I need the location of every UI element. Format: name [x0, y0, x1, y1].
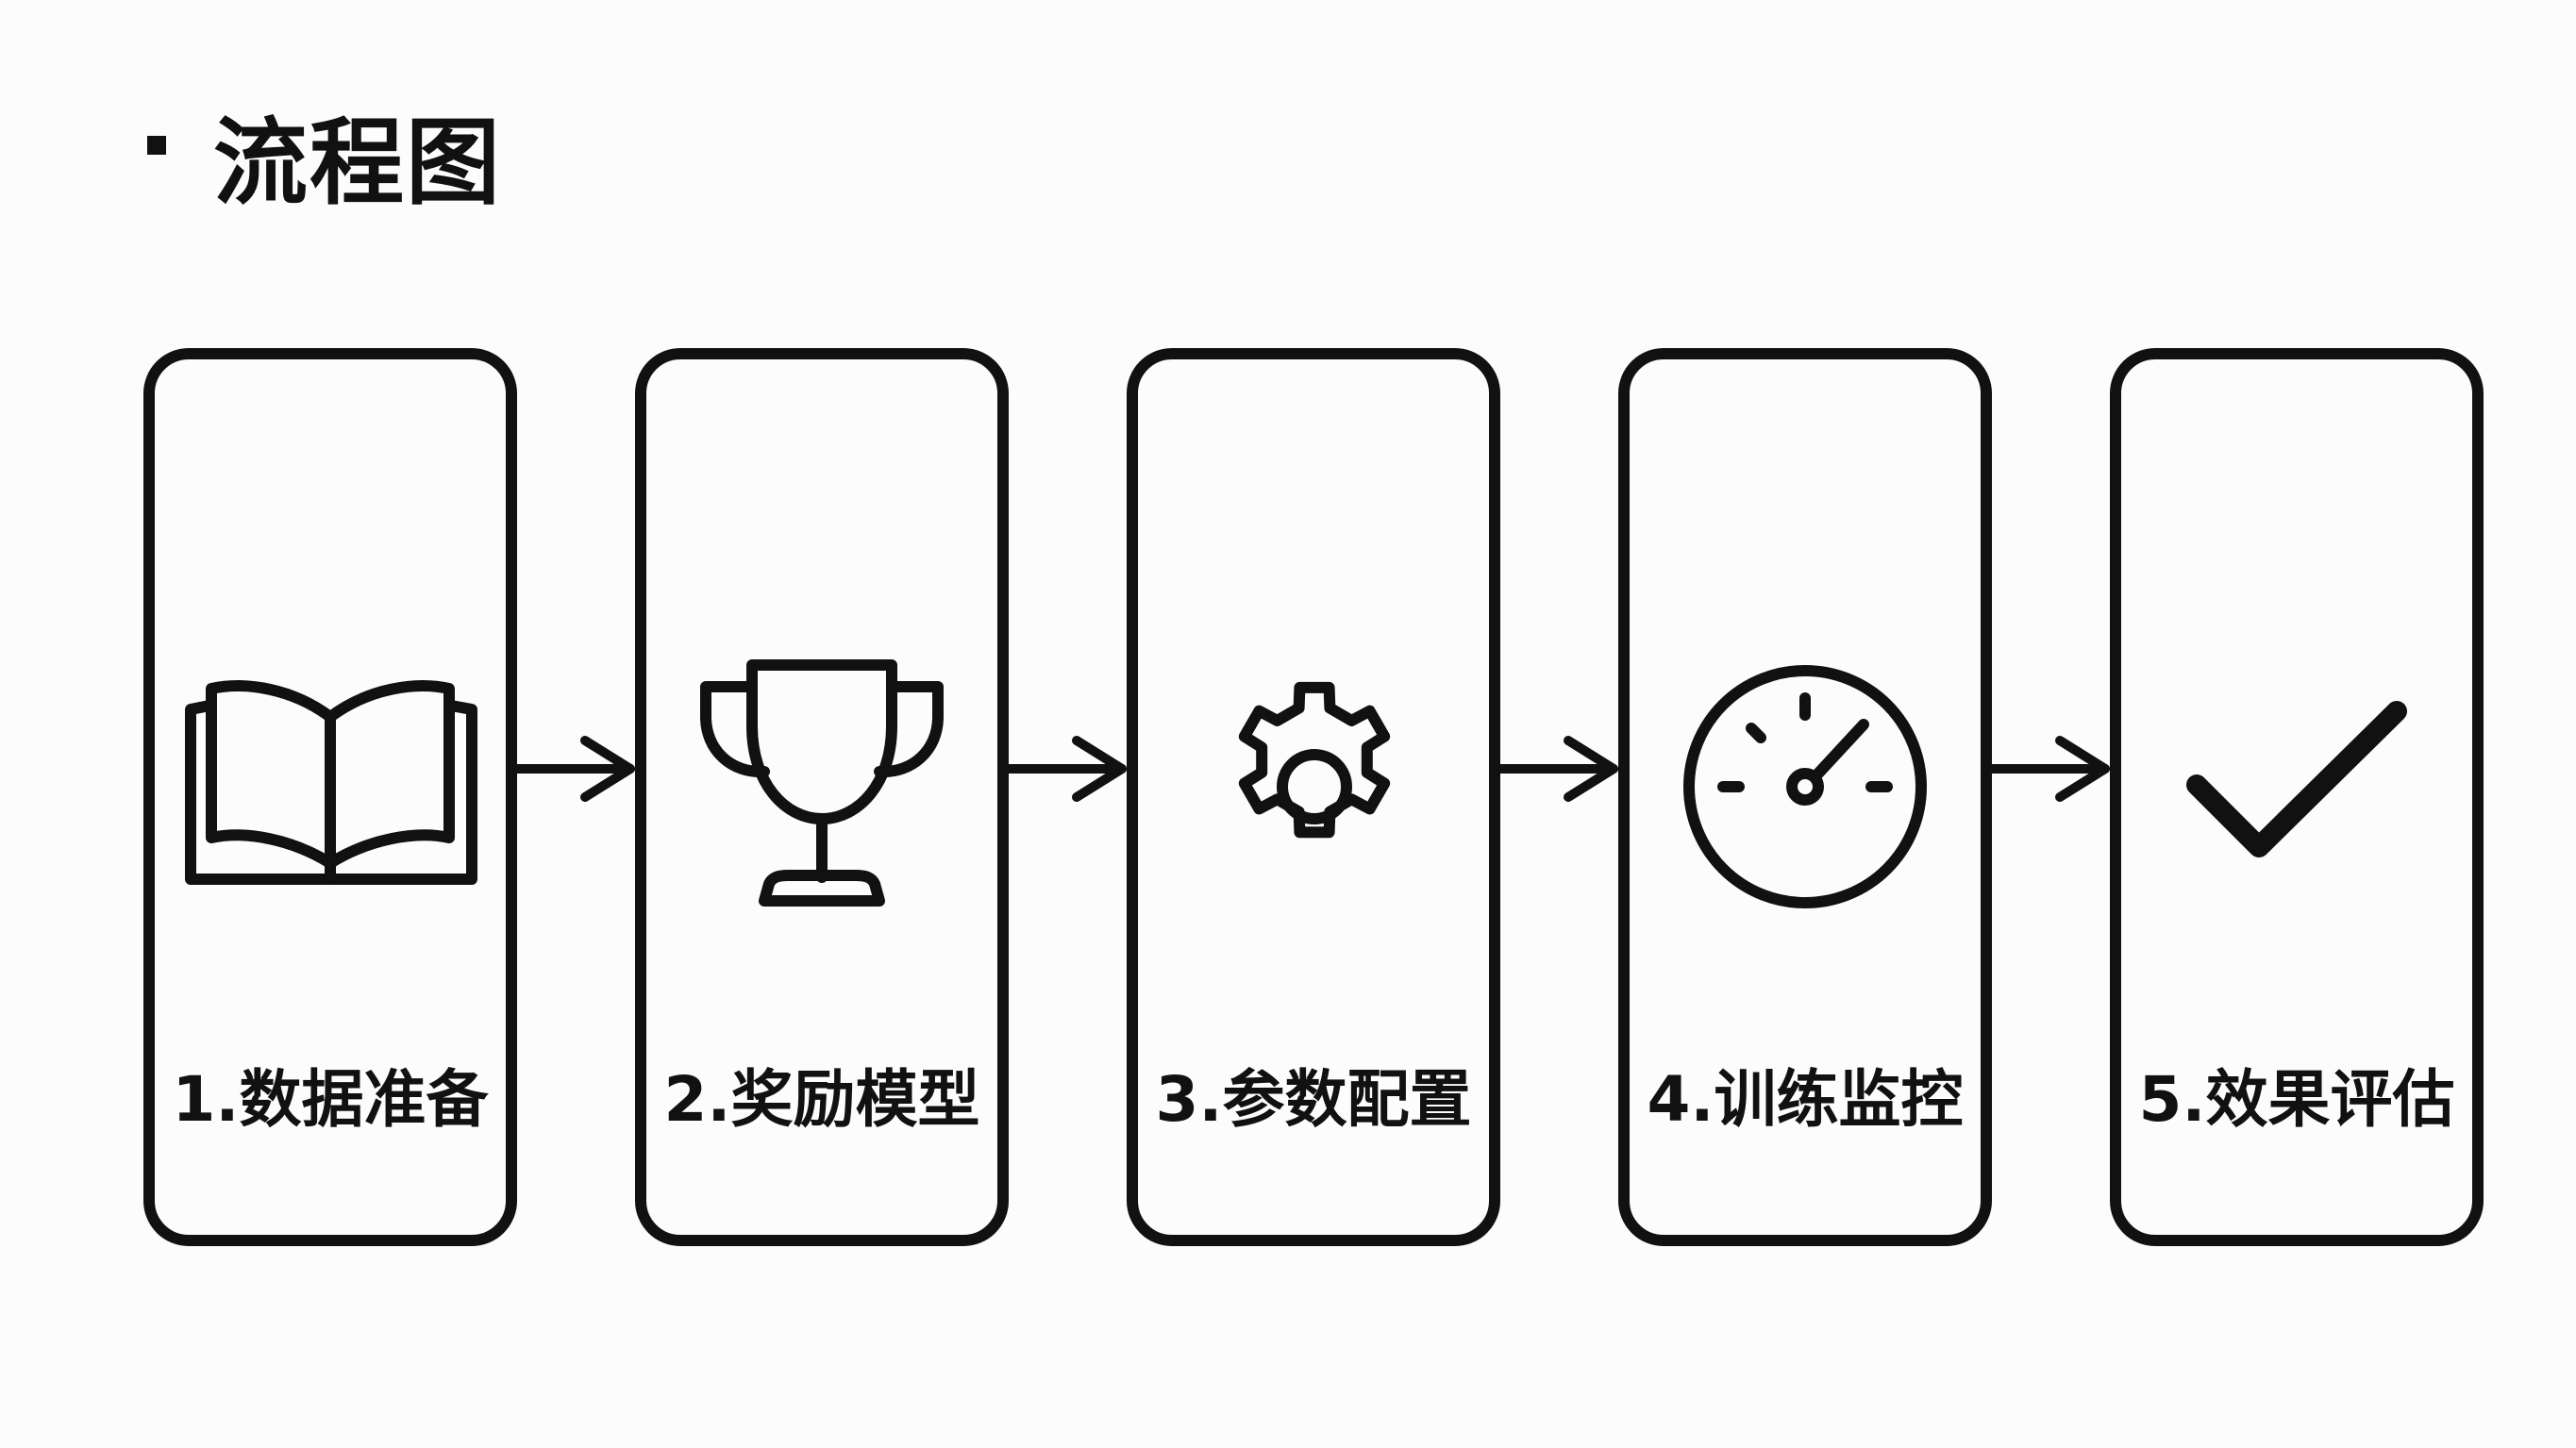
- open-book-icon: [185, 680, 477, 885]
- trophy-icon: [700, 659, 944, 907]
- step-label-2: 2.奖励模型: [663, 1063, 980, 1136]
- arrow-3-4: [1496, 736, 1618, 802]
- checkmark-icon: [2186, 701, 2407, 857]
- step-label-1: 1.数据准备: [172, 1063, 489, 1136]
- step-label-3: 3.参数配置: [1155, 1063, 1472, 1136]
- step-label-5: 5.效果评估: [2138, 1063, 2455, 1136]
- arrow-2-3: [1004, 736, 1127, 802]
- arrow-1-2: [512, 736, 635, 802]
- step-box-3: [1127, 348, 1500, 1246]
- title-bullet: [147, 136, 166, 155]
- step-box-2: [635, 348, 1009, 1246]
- step-box-1: [143, 348, 517, 1246]
- arrow-4-5: [1987, 736, 2110, 802]
- gauge-icon: [1683, 665, 1927, 908]
- gear-icon: [1238, 681, 1391, 839]
- step-box-4: [1618, 348, 1992, 1246]
- step-box-5: [2110, 348, 2484, 1246]
- page-title: 流程图: [213, 108, 502, 218]
- step-label-4: 4.训练监控: [1647, 1063, 1964, 1136]
